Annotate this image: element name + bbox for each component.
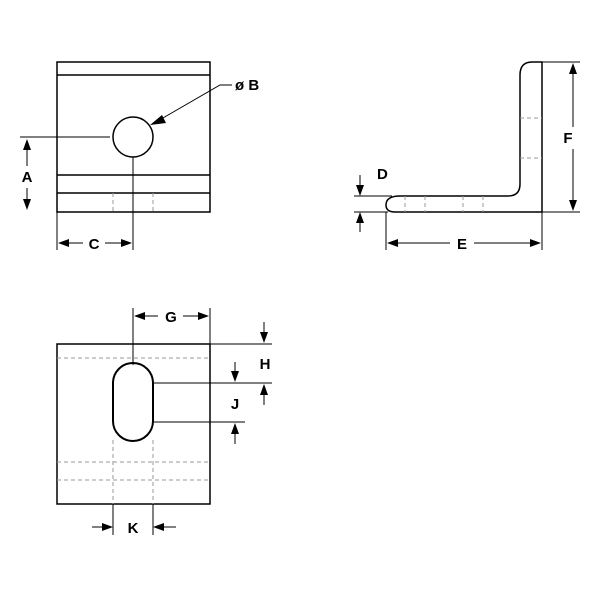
dimension-label-h: H xyxy=(260,356,271,373)
dimension-label-c: C xyxy=(89,236,100,253)
arrowhead xyxy=(260,332,268,343)
arrowhead xyxy=(153,523,164,531)
dimension-c: C xyxy=(56,157,134,253)
dimension-label-a: A xyxy=(22,169,33,186)
side-view-profile xyxy=(385,61,543,213)
arrowhead xyxy=(23,139,31,150)
arrowhead xyxy=(569,63,577,74)
dimension-k: K xyxy=(92,504,176,537)
arrowhead xyxy=(569,200,577,211)
arrowhead xyxy=(58,239,69,247)
dimension-label-f: F xyxy=(563,130,572,147)
arrowhead xyxy=(356,185,364,196)
dimension-label-e: E xyxy=(457,236,467,253)
dimension-label-k: K xyxy=(128,520,139,537)
arrowhead xyxy=(134,312,145,320)
dimension-e: E xyxy=(385,212,543,253)
dimension-g: G xyxy=(132,308,211,365)
dimension-d: D xyxy=(354,166,392,232)
dimension-label-d: D xyxy=(377,166,388,183)
arrowhead xyxy=(231,371,239,382)
arrowhead xyxy=(356,212,364,223)
dimension-label-g: G xyxy=(165,309,177,326)
side-view xyxy=(385,61,543,213)
arrowhead xyxy=(23,199,31,210)
arrowhead xyxy=(150,115,166,125)
arrowhead xyxy=(231,423,239,434)
arrowhead xyxy=(198,312,209,320)
arrowhead xyxy=(530,239,541,247)
arrowhead xyxy=(387,239,398,247)
dimension-a: A xyxy=(20,136,110,210)
dimension-b: ø B xyxy=(150,77,259,125)
dimension-h: H xyxy=(210,322,272,373)
top-view xyxy=(56,343,211,505)
arrowhead xyxy=(121,239,132,247)
top-view-slot xyxy=(112,362,154,442)
arrowhead xyxy=(102,523,113,531)
leader-line xyxy=(155,84,232,123)
dimension-label-b: ø B xyxy=(235,77,259,94)
dimension-f: F xyxy=(542,61,580,213)
arrowhead xyxy=(260,384,268,395)
dimension-j: J xyxy=(153,362,272,444)
front-view-hole xyxy=(112,116,154,158)
dimension-label-j: J xyxy=(231,396,239,413)
